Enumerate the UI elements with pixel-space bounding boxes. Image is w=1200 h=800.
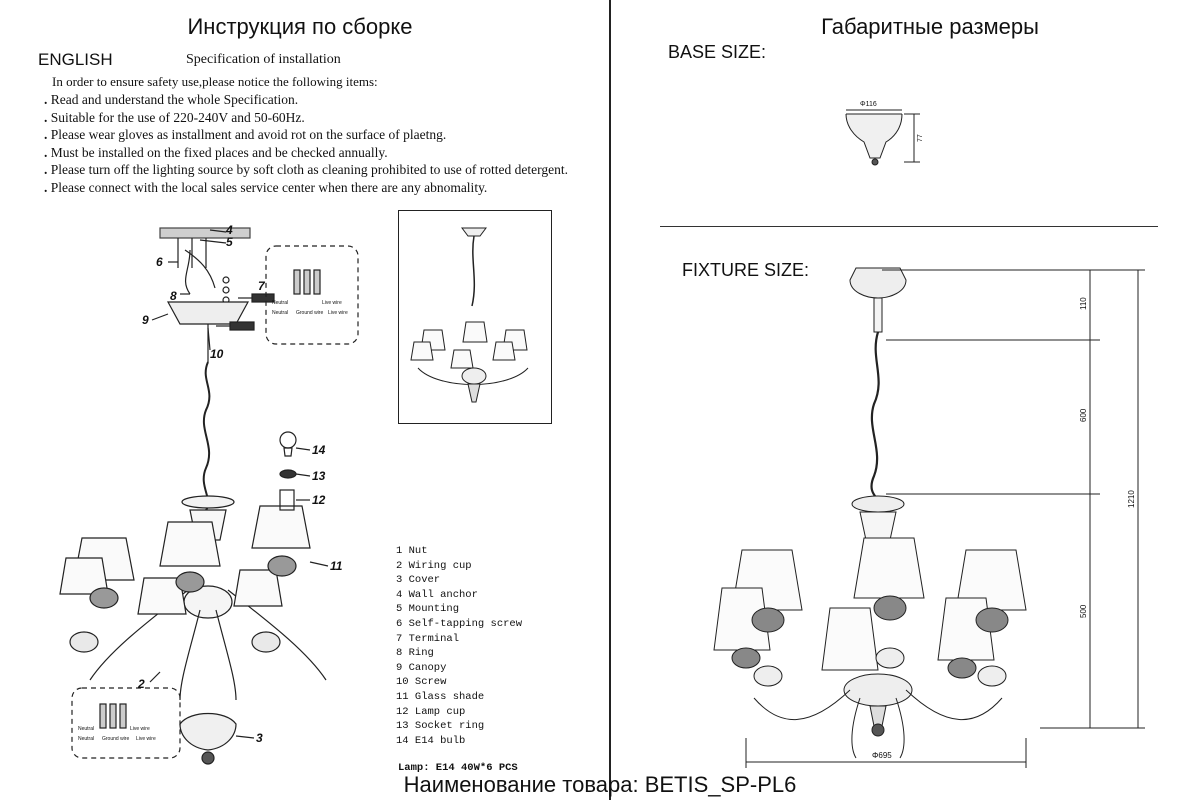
safety-rule: Read and understand the whole Specificat…	[44, 91, 568, 109]
fixture-size-label: FIXTURE SIZE:	[682, 260, 810, 280]
safety-rule: Must be installed on the fixed places an…	[44, 144, 568, 162]
callout-label: 14	[312, 443, 326, 457]
part-item: 2 Wiring cup	[396, 559, 472, 572]
wiring-label: Ground wire	[296, 310, 323, 316]
assembled-preview	[398, 210, 552, 424]
base-drawing: Φ116 77	[845, 101, 924, 166]
base-diameter-label: Φ116	[860, 101, 877, 108]
part-item: 11 Glass shade	[396, 690, 485, 703]
wiring-label: Ground wire	[102, 736, 129, 742]
safety-rule: Please connect with the local sales serv…	[44, 179, 568, 197]
fixture-diameter-label: Φ695	[872, 751, 892, 760]
assembly-diagram: 4 5 6 8 7 9 10 14 13 12 11 2 3 Neutral L…	[59, 223, 359, 765]
callout-label: 7	[258, 279, 266, 293]
dimension-label-1210: 1210	[1127, 490, 1136, 508]
part-item: 4 Wall anchor	[396, 588, 478, 601]
callout-label: 6	[156, 255, 163, 269]
wiring-label: Neutral	[272, 310, 288, 316]
callout-label: 13	[312, 469, 326, 483]
language-label: ENGLISH	[38, 50, 113, 69]
wiring-label: Live wire	[322, 300, 342, 306]
section-separator	[660, 226, 1158, 227]
part-item: 5 Mounting	[396, 603, 460, 616]
assembly-instructions-title: Инструкция по сборке	[187, 14, 413, 39]
lamp-spec: Lamp: E14 40W*6 PCS	[398, 762, 518, 774]
wiring-label: Neutral	[78, 736, 94, 742]
part-item: 12 Lamp cup	[396, 705, 466, 718]
wiring-label: Neutral	[78, 726, 94, 732]
part-item: 6 Self-tapping screw	[396, 617, 523, 630]
callout-label: 4	[225, 223, 233, 237]
wiring-label: Live wire	[328, 310, 348, 316]
safety-rules-list: Read and understand the whole Specificat…	[44, 91, 568, 196]
callout-label: 11	[330, 559, 343, 573]
callout-label: 10	[210, 347, 224, 361]
part-item: 14 E14 bulb	[396, 734, 466, 747]
wiring-label: Neutral	[272, 300, 288, 306]
part-item: 8 Ring	[396, 647, 434, 660]
page-divider	[609, 0, 611, 800]
safety-rule: Please wear gloves as installment and av…	[44, 126, 568, 144]
dimension-label-600: 600	[1079, 408, 1088, 422]
parts-list: 1 Nut 2 Wiring cup 3 Cover 4 Wall anchor…	[396, 544, 522, 748]
part-item: 1 Nut	[396, 545, 428, 557]
specification-title: Specification of installation	[186, 52, 341, 67]
part-item: 9 Canopy	[396, 661, 447, 674]
part-item: 7 Terminal	[396, 632, 460, 645]
safety-intro: In order to ensure safety use,please not…	[52, 74, 378, 89]
dimension-label-110: 110	[1079, 297, 1088, 310]
callout-label: 3	[256, 731, 263, 745]
wiring-label: Live wire	[130, 726, 150, 732]
dimensions-title: Габаритные размеры	[821, 14, 1039, 39]
callout-label: 2	[137, 677, 145, 691]
callout-label: 9	[142, 313, 149, 327]
callout-label: 8	[170, 289, 177, 303]
callout-label: 12	[312, 493, 326, 507]
safety-rule: Suitable for the use of 220-240V and 50-…	[44, 109, 568, 127]
safety-rule: Please turn off the lighting source by s…	[44, 161, 568, 179]
callout-label: 5	[226, 235, 233, 249]
part-item: 10 Screw	[396, 676, 447, 689]
base-height-label: 77	[917, 134, 924, 142]
product-name: Наименование товара: BETIS_SP-PL6	[403, 772, 797, 797]
part-item: 3 Cover	[396, 574, 441, 587]
base-size-label: BASE SIZE:	[668, 42, 767, 62]
dimension-label-500: 500	[1079, 604, 1088, 618]
wiring-label: Live wire	[136, 736, 156, 742]
fixture-drawing: 110 600 500 1210 Φ695	[713, 267, 1145, 768]
part-item: 13 Socket ring	[396, 720, 485, 733]
